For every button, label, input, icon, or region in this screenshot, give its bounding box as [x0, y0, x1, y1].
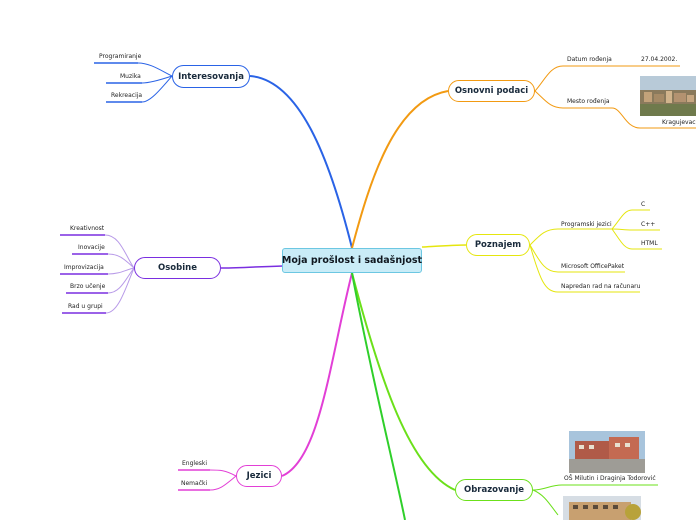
- leaf-engleski[interactable]: Engleski: [182, 460, 208, 467]
- link-html: [611, 228, 662, 250]
- link-muzika: [107, 75, 173, 84]
- topic-jezici[interactable]: Jezici: [236, 465, 282, 487]
- leaf-improvizacija[interactable]: Improvizacija: [64, 264, 104, 271]
- leaf-nemacki[interactable]: Nemački: [181, 480, 208, 487]
- link-nemacki: [178, 475, 237, 491]
- leaf-cpp[interactable]: C++: [641, 221, 656, 228]
- leaf-underlines: [60, 62, 210, 491]
- kragujevac-photo: [640, 76, 696, 116]
- topic-obrazovanje[interactable]: Obrazovanje: [455, 479, 533, 501]
- link-kreativnost: [60, 234, 135, 269]
- link-school1: [532, 484, 658, 491]
- link-programiranje: [95, 62, 173, 77]
- link-datum: [534, 65, 680, 92]
- leaf-c[interactable]: C: [641, 201, 646, 208]
- link-napredan: [529, 244, 640, 293]
- leaf-programski-jezici[interactable]: Programski jezici: [561, 221, 612, 228]
- leaf-school1[interactable]: OŠ Milutin i Draginja Todorović: [564, 475, 656, 482]
- branch-line-interesovanja: [249, 75, 353, 249]
- school1-photo: [569, 431, 645, 473]
- link-rekreacija: [107, 75, 173, 103]
- central-topic[interactable]: Moja prošlost i sadašnjost: [282, 248, 422, 273]
- branch-line-extra: [351, 272, 406, 520]
- link-inovacije: [72, 253, 135, 269]
- leaf-mesto-rodjenja[interactable]: Mesto rođenja: [567, 98, 610, 105]
- link-brzo-ucenje: [66, 267, 135, 294]
- link-c: [611, 209, 650, 230]
- link-school2: [532, 489, 559, 516]
- leaf-office[interactable]: Microsoft OfficePaket: [561, 263, 625, 270]
- leaf-datum-value[interactable]: 27.04.2002.: [641, 56, 678, 63]
- link-engleski: [178, 469, 237, 477]
- branch-line-jezici: [281, 272, 353, 477]
- branch-line-osobine: [220, 265, 284, 269]
- leaf-rad-u-grupi[interactable]: Rad u grupi: [68, 303, 103, 310]
- leaf-html[interactable]: HTML: [641, 240, 658, 247]
- leaf-inovacije[interactable]: Inovacije: [78, 244, 105, 251]
- leaf-napredan[interactable]: Napredan rad na računaru: [561, 283, 641, 290]
- leaf-muzika[interactable]: Muzika: [120, 73, 141, 80]
- topic-interesovanja[interactable]: Interesovanja: [172, 65, 250, 88]
- topic-osobine[interactable]: Osobine: [134, 257, 221, 279]
- leaf-kreativnost[interactable]: Kreativnost: [70, 225, 105, 232]
- leaf-programiranje[interactable]: Programiranje: [99, 53, 142, 60]
- leaf-mesto-value[interactable]: Kragujevac: [662, 119, 696, 126]
- link-rad-u-grupi: [62, 267, 135, 314]
- branch-line-osnovni: [351, 90, 449, 249]
- topic-osnovni-podaci[interactable]: Osnovni podaci: [448, 80, 535, 102]
- leaf-rekreacija[interactable]: Rekreacija: [111, 92, 143, 99]
- branch-line-obrazovanje: [351, 272, 456, 491]
- link-programski: [529, 228, 612, 246]
- link-office: [529, 244, 625, 273]
- link-mesto: [534, 90, 696, 129]
- topic-poznajem[interactable]: Poznajem: [466, 234, 530, 256]
- leaf-datum-rodjenja[interactable]: Datum rođenja: [567, 56, 612, 63]
- link-cpp: [611, 228, 660, 231]
- school2-photo: [563, 496, 641, 520]
- leaf-brzo-ucenje[interactable]: Brzo učenje: [70, 283, 106, 290]
- branch-line-poznajem: [421, 244, 467, 248]
- link-improvizacija: [60, 267, 135, 275]
